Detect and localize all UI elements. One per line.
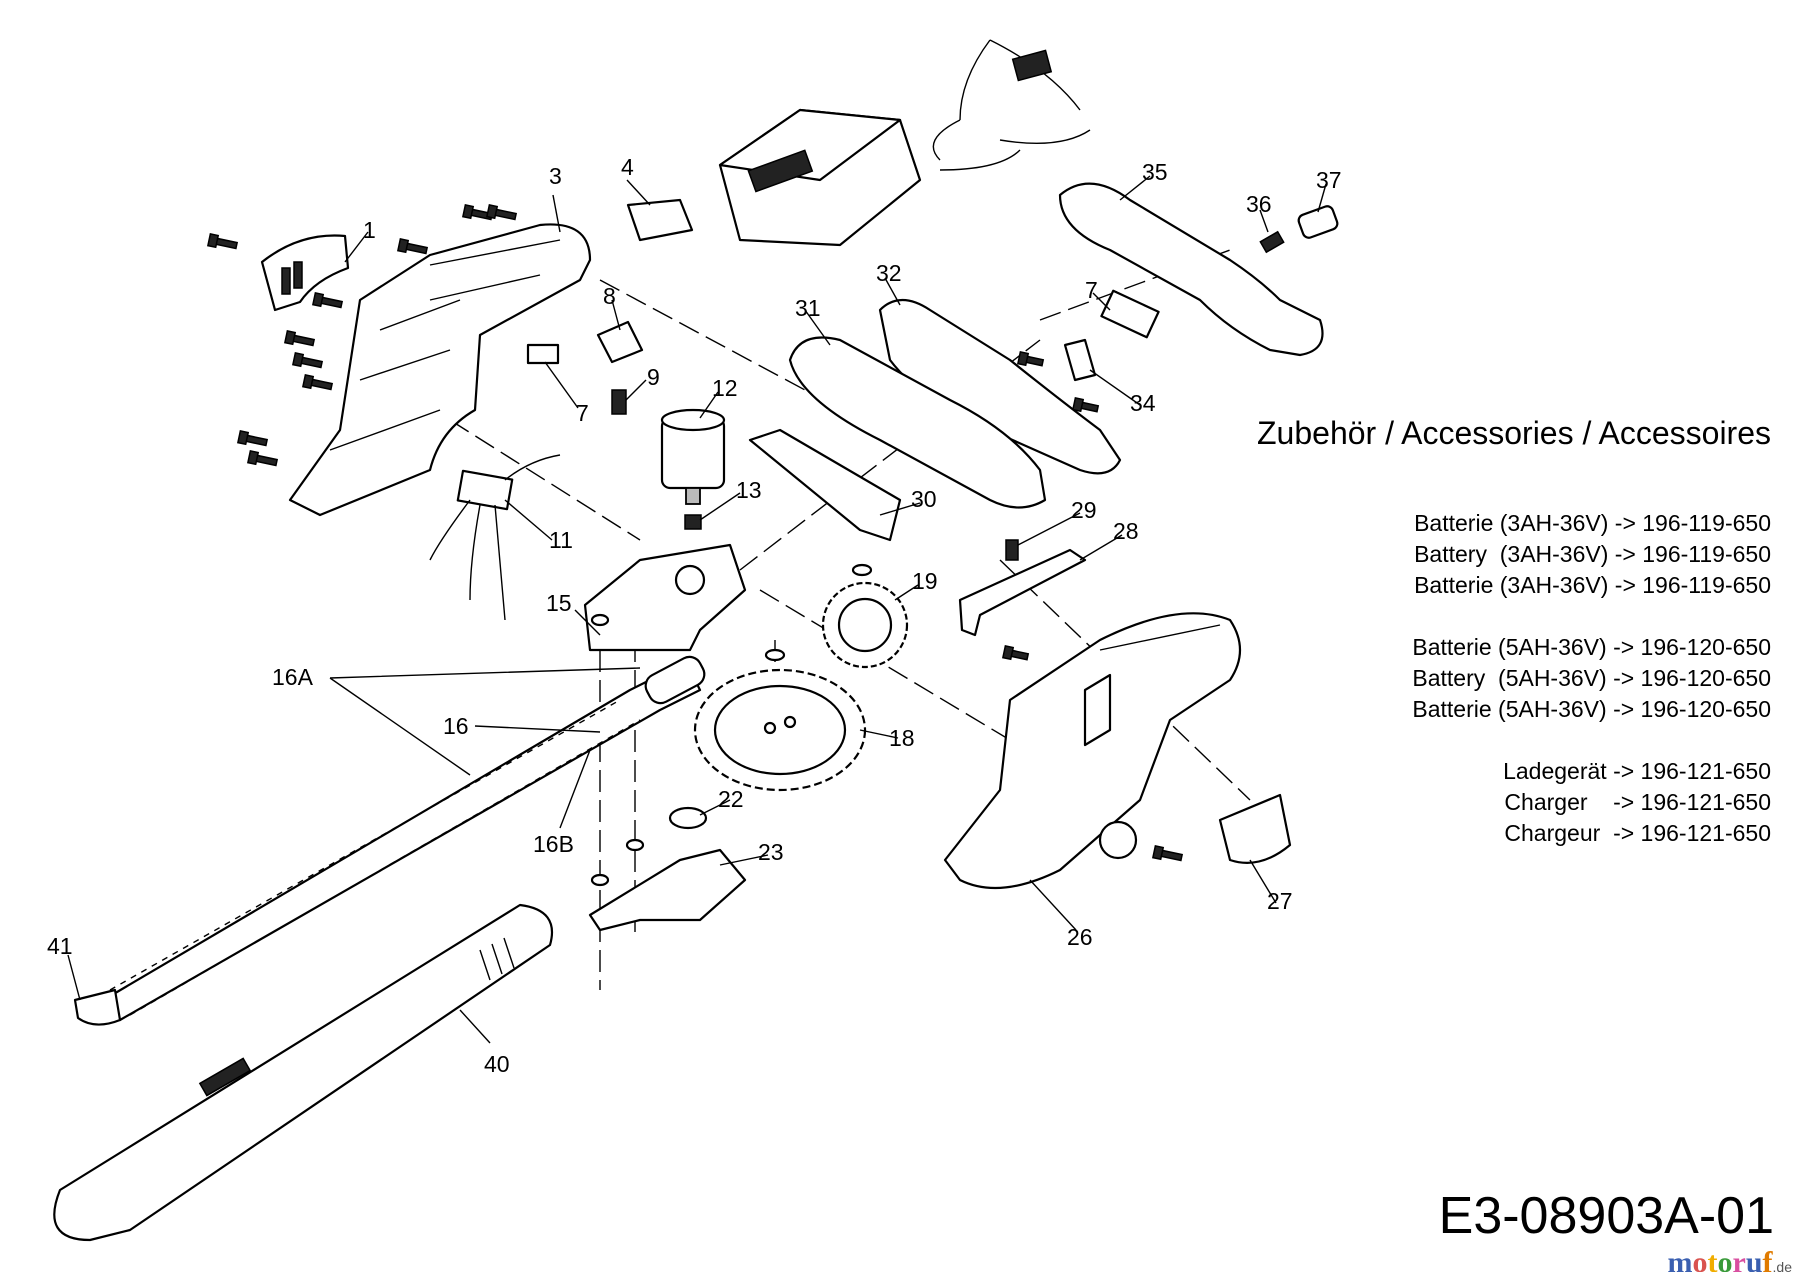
callout-31: 31 [795, 295, 821, 321]
part-30-trigger [748, 428, 902, 542]
part-41-tip-guard [73, 988, 122, 1026]
callout-labels: 1 3 4 8 9 12 7 13 11 15 16A 16 16B 41 40… [47, 154, 1342, 1077]
part-28-lock-lever [958, 548, 1087, 637]
part-12-motor [660, 408, 726, 505]
watermark-letter: r [1732, 1246, 1746, 1272]
callout-7-right: 7 [1085, 277, 1098, 303]
part-13-pinion [684, 514, 702, 530]
part-3-left-housing [288, 223, 592, 517]
callout-23: 23 [758, 839, 784, 865]
callout-35: 35 [1142, 159, 1168, 185]
part-22-eccentric [668, 806, 708, 830]
leader-lines [67, 175, 1327, 1044]
watermark-name: motoruf [1668, 1246, 1773, 1272]
callout-41: 41 [47, 933, 73, 959]
callout-13: 13 [736, 477, 762, 503]
callout-34: 34 [1130, 390, 1156, 416]
part-16-blade [93, 655, 706, 1022]
part-1-switch-cover [260, 234, 350, 312]
accessory-item: Charger -> 196-121-650 [1504, 789, 1771, 815]
callout-12: 12 [712, 375, 738, 401]
part-15-gearbox [583, 543, 747, 652]
part-37-button [1297, 205, 1339, 239]
accessory-item: Batterie (5AH-36V) -> 196-120-650 [1412, 696, 1771, 722]
callout-32: 32 [876, 260, 902, 286]
callout-29: 29 [1071, 497, 1097, 523]
callout-22: 22 [718, 786, 744, 812]
callout-30: 30 [911, 486, 937, 512]
watermark-letter: f [1762, 1246, 1773, 1272]
callout-1: 1 [363, 217, 376, 243]
part-9-spring [611, 389, 627, 415]
watermark-letter: o [1692, 1246, 1708, 1272]
accessory-item: Batterie (3AH-36V) -> 196-119-650 [1414, 510, 1771, 536]
screws [206, 203, 1184, 862]
part-19-small-gear [821, 581, 909, 669]
part-7-microswitch [1100, 289, 1160, 339]
watermark-letter: u [1745, 1246, 1763, 1272]
watermark-letter: o [1717, 1246, 1733, 1272]
callout-40: 40 [484, 1051, 510, 1077]
callout-9: 9 [647, 364, 660, 390]
callout-16A: 16A [272, 664, 314, 690]
accessory-item: Battery (5AH-36V) -> 196-120-650 [1412, 665, 1771, 691]
callout-8: 8 [603, 283, 616, 309]
callout-19: 19 [912, 568, 938, 594]
watermark-letter: t [1707, 1246, 1718, 1272]
part-40-blade-cover [53, 903, 554, 1242]
part-8-lever [596, 320, 644, 364]
accessory-item: Chargeur -> 196-121-650 [1504, 820, 1771, 846]
part-23-base-plate [588, 848, 747, 932]
part-36-spring [1259, 230, 1285, 254]
part-7-left-switch [526, 343, 560, 365]
callout-7-left: 7 [576, 400, 589, 426]
accessory-item: Ladegerät -> 196-121-650 [1503, 758, 1771, 784]
callout-26: 26 [1067, 924, 1093, 950]
part-4-terminal-block [626, 198, 694, 242]
part-11-electronic-module [429, 454, 561, 621]
watermark-tld: .de [1772, 1259, 1792, 1272]
part-35-upper-handle [1058, 182, 1324, 357]
accessories-title: Zubehör / Accessories / Accessoires [1257, 415, 1771, 451]
callout-11: 11 [549, 527, 573, 553]
callout-18: 18 [889, 725, 915, 751]
motoruf-watermark-logo: motoruf.de [1668, 1246, 1792, 1272]
accessory-item: Battery (3AH-36V) -> 196-119-650 [1414, 541, 1771, 567]
part-29-spring [1005, 539, 1019, 561]
callout-15: 15 [546, 590, 572, 616]
part-18-large-gear [693, 668, 867, 792]
battery-pack [718, 108, 922, 247]
wiring-module [1011, 49, 1053, 82]
accessory-item: Batterie (3AH-36V) -> 196-119-650 [1414, 572, 1771, 598]
callout-36: 36 [1246, 191, 1272, 217]
callout-27: 27 [1267, 888, 1293, 914]
wiring-harness [932, 39, 1091, 171]
part-27-vent-cover [1218, 793, 1292, 864]
part-34-clip [1063, 338, 1097, 382]
part-1-ribs [281, 261, 303, 295]
callout-16: 16 [443, 713, 469, 739]
watermark-letter: m [1667, 1246, 1693, 1272]
callout-4: 4 [621, 154, 634, 180]
callout-28: 28 [1113, 518, 1139, 544]
washers [590, 563, 873, 887]
callout-3: 3 [549, 163, 562, 189]
part-31-handle-half [788, 336, 1047, 509]
accessory-item: Batterie (5AH-36V) -> 196-120-650 [1412, 634, 1771, 660]
part-26-right-housing [943, 612, 1241, 890]
drawing-code: E3-08903A-01 [1438, 1187, 1774, 1245]
callout-16B: 16B [533, 831, 574, 857]
callout-37: 37 [1316, 167, 1342, 193]
